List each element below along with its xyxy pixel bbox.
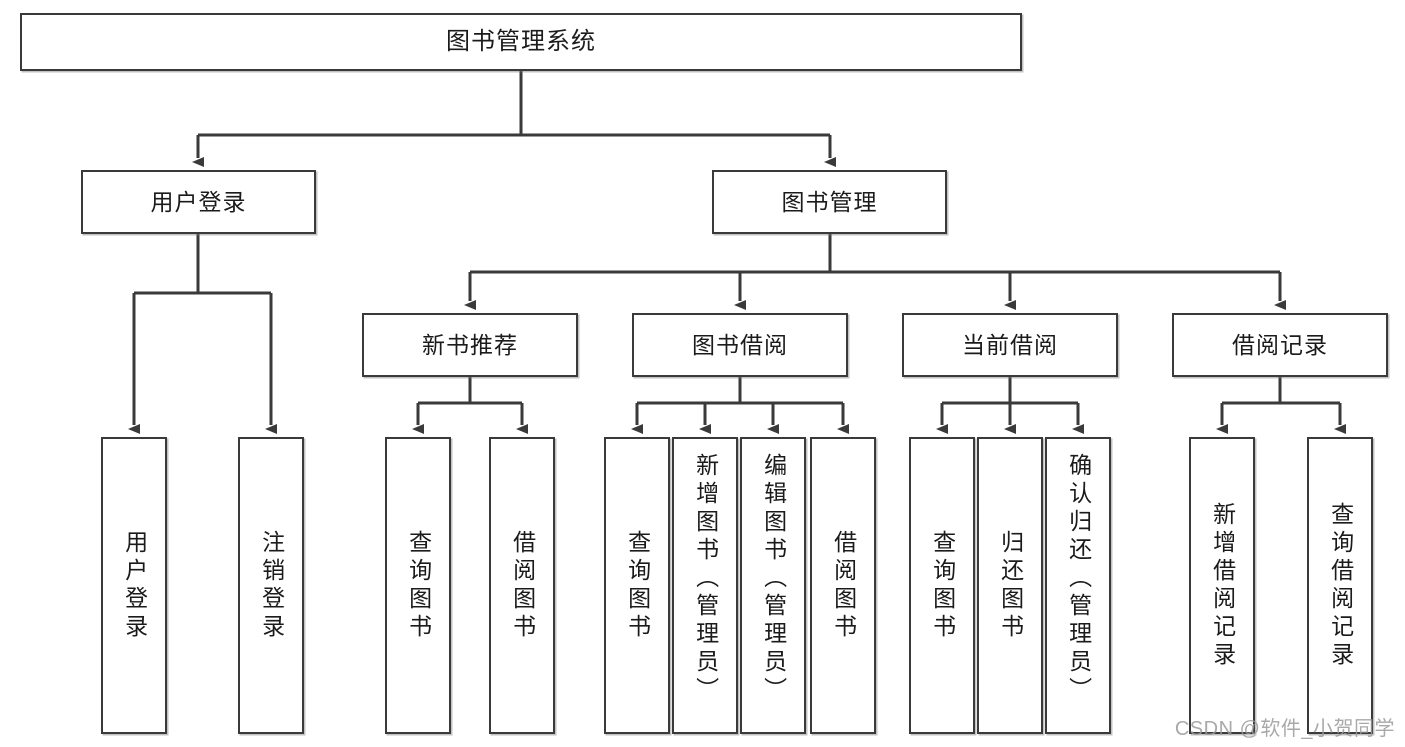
leaf-add-book-label: 新增图书（管理员） bbox=[692, 453, 719, 705]
node-current-borrow-label: 当前借阅 bbox=[962, 331, 1058, 358]
node-book-borrow[interactable]: 图书借阅 bbox=[632, 313, 848, 377]
leaf-user-login[interactable]: 用户登录 bbox=[101, 437, 167, 734]
node-current-borrow[interactable]: 当前借阅 bbox=[902, 313, 1118, 377]
watermark: CSDN @软件_小贺同学 bbox=[1174, 718, 1395, 740]
leaf-edit-book-label: 编辑图书（管理员） bbox=[760, 453, 787, 705]
leaf-logout-login-label: 注销登录 bbox=[258, 529, 285, 642]
node-new-book-recommend[interactable]: 新书推荐 bbox=[362, 313, 578, 377]
node-new-book-recommend-label: 新书推荐 bbox=[422, 331, 518, 358]
leaf-query-book-1-label: 查询图书 bbox=[405, 529, 432, 642]
leaf-borrow-book-2-label: 借阅图书 bbox=[830, 529, 857, 642]
leaf-add-record-label: 新增借阅记录 bbox=[1209, 501, 1236, 670]
leaf-borrow-book-2[interactable]: 借阅图书 bbox=[810, 437, 876, 734]
node-book-management-label: 图书管理 bbox=[781, 188, 878, 215]
leaf-return-book-label: 归还图书 bbox=[997, 529, 1024, 642]
leaf-borrow-book-1-label: 借阅图书 bbox=[509, 529, 536, 642]
leaf-query-record[interactable]: 查询借阅记录 bbox=[1307, 437, 1373, 734]
leaf-edit-book[interactable]: 编辑图书（管理员） bbox=[740, 437, 806, 734]
leaf-query-book-3-label: 查询图书 bbox=[929, 529, 956, 642]
node-borrow-record[interactable]: 借阅记录 bbox=[1172, 313, 1388, 377]
leaf-confirm-return-label: 确认归还（管理员） bbox=[1065, 453, 1092, 705]
node-root-label: 图书管理系统 bbox=[446, 28, 596, 55]
leaf-user-login-label: 用户登录 bbox=[121, 529, 148, 642]
node-book-borrow-label: 图书借阅 bbox=[692, 331, 788, 358]
leaf-return-book[interactable]: 归还图书 bbox=[977, 437, 1043, 734]
node-root[interactable]: 图书管理系统 bbox=[20, 13, 1022, 71]
leaf-query-book-2-label: 查询图书 bbox=[624, 529, 651, 642]
node-borrow-record-label: 借阅记录 bbox=[1232, 331, 1328, 358]
leaf-query-book-3[interactable]: 查询图书 bbox=[909, 437, 975, 734]
node-book-management[interactable]: 图书管理 bbox=[712, 170, 947, 234]
leaf-query-book-2[interactable]: 查询图书 bbox=[604, 437, 670, 734]
leaf-add-record[interactable]: 新增借阅记录 bbox=[1189, 437, 1255, 734]
node-user-login[interactable]: 用户登录 bbox=[81, 170, 316, 234]
leaf-logout-login[interactable]: 注销登录 bbox=[238, 437, 304, 734]
leaf-confirm-return[interactable]: 确认归还（管理员） bbox=[1045, 437, 1111, 734]
node-user-login-label: 用户登录 bbox=[150, 188, 247, 215]
leaf-query-record-label: 查询借阅记录 bbox=[1327, 501, 1354, 670]
leaf-borrow-book-1[interactable]: 借阅图书 bbox=[489, 437, 555, 734]
leaf-add-book[interactable]: 新增图书（管理员） bbox=[672, 437, 738, 734]
leaf-query-book-1[interactable]: 查询图书 bbox=[385, 437, 451, 734]
